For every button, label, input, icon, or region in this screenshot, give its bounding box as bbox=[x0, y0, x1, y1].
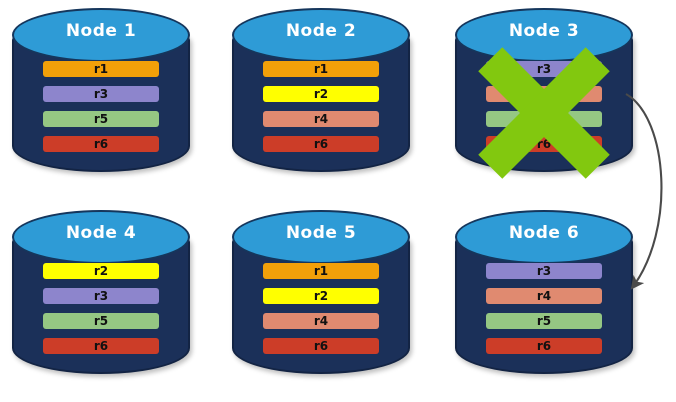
cylinder-top bbox=[455, 210, 633, 264]
node-1-replica-list: r1 r3 r5 r6 bbox=[43, 61, 159, 152]
replica-item[interactable]: r4 bbox=[486, 288, 602, 304]
replica-item[interactable]: r6 bbox=[263, 136, 379, 152]
node-3-replica-list: r3 r4 r5 r6 bbox=[486, 61, 602, 152]
replica-item[interactable]: r6 bbox=[43, 136, 159, 152]
cylinder-top bbox=[232, 210, 410, 264]
replica-item[interactable]: r2 bbox=[263, 86, 379, 102]
replica-item[interactable]: r5 bbox=[486, 313, 602, 329]
replica-item[interactable]: r3 bbox=[43, 86, 159, 102]
replica-item[interactable]: r5 bbox=[43, 111, 159, 127]
replica-item[interactable]: r4 bbox=[486, 86, 602, 102]
replica-item[interactable]: r5 bbox=[43, 313, 159, 329]
replica-item[interactable]: r2 bbox=[263, 288, 379, 304]
node-6[interactable]: Node 6 r3 r4 r5 r6 bbox=[455, 210, 633, 385]
node-6-replica-list: r3 r4 r5 r6 bbox=[486, 263, 602, 354]
replica-item[interactable]: r4 bbox=[263, 111, 379, 127]
replica-item[interactable]: r6 bbox=[486, 338, 602, 354]
replica-item[interactable]: r6 bbox=[263, 338, 379, 354]
replica-item[interactable]: r3 bbox=[43, 288, 159, 304]
replica-item[interactable]: r2 bbox=[43, 263, 159, 279]
replica-item[interactable]: r6 bbox=[486, 136, 602, 152]
cylinder-top bbox=[12, 8, 190, 62]
node-4[interactable]: Node 4 r2 r3 r5 r6 bbox=[12, 210, 190, 385]
replica-item[interactable]: r1 bbox=[43, 61, 159, 77]
cylinder-top bbox=[232, 8, 410, 62]
cylinder-top bbox=[12, 210, 190, 264]
node-2[interactable]: Node 2 r1 r2 r4 r6 bbox=[232, 8, 410, 183]
replica-item[interactable]: r3 bbox=[486, 61, 602, 77]
replica-item[interactable]: r5 bbox=[486, 111, 602, 127]
node-2-replica-list: r1 r2 r4 r6 bbox=[263, 61, 379, 152]
node-5-replica-list: r1 r2 r4 r6 bbox=[263, 263, 379, 354]
replica-item[interactable]: r3 bbox=[486, 263, 602, 279]
node-3[interactable]: Node 3 r3 r4 r5 r6 bbox=[455, 8, 633, 183]
node-1[interactable]: Node 1 r1 r3 r5 r6 bbox=[12, 8, 190, 183]
replica-item[interactable]: r1 bbox=[263, 61, 379, 77]
node-5[interactable]: Node 5 r1 r2 r4 r6 bbox=[232, 210, 410, 385]
replica-item[interactable]: r4 bbox=[263, 313, 379, 329]
node-4-replica-list: r2 r3 r5 r6 bbox=[43, 263, 159, 354]
cylinder-top bbox=[455, 8, 633, 62]
replica-item[interactable]: r6 bbox=[43, 338, 159, 354]
replica-item[interactable]: r1 bbox=[263, 263, 379, 279]
